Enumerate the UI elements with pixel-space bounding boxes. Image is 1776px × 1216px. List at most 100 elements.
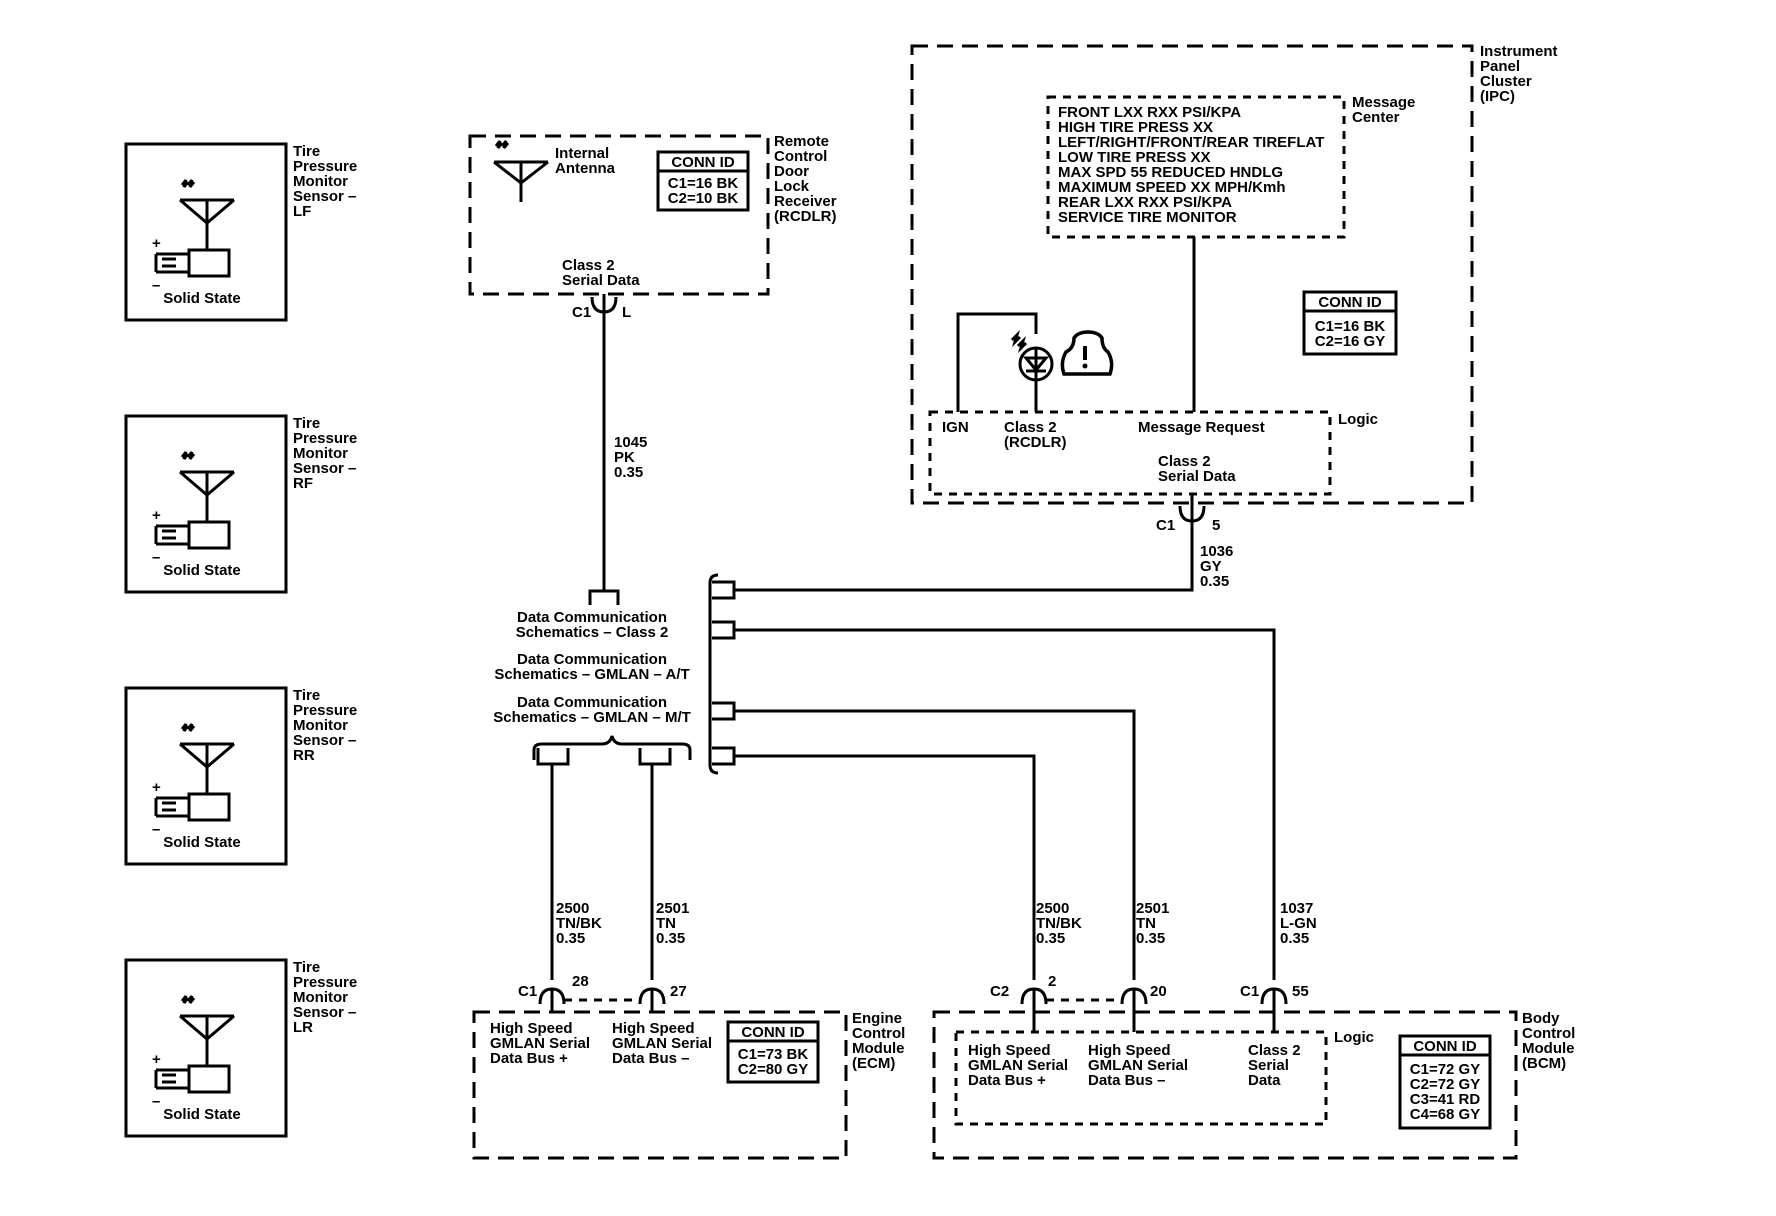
sensor-title-line: Tire <box>293 959 320 976</box>
rcdlr-name-line: Receiver <box>774 193 837 210</box>
bcm-pin1-label: Data Bus + <box>968 1072 1046 1089</box>
antenna-icon <box>493 140 549 202</box>
message-item: LOW TIRE PRESS XX <box>1058 149 1211 166</box>
rcdlr-conn-id-box <box>656 150 750 212</box>
bcm-wires: 2500 TN/BK 0.35 2501 TN 0.35 1037 L-GN 0… <box>734 628 1317 980</box>
data-comm-label: Schematics – GMLAN – A/T <box>494 666 689 683</box>
wire-1036 <box>734 522 1194 592</box>
ipc-connector-label: C1 <box>1156 517 1175 534</box>
tire-warning-lamp-icon <box>1010 329 1054 382</box>
bcm-connector-label: C2 <box>990 983 1009 1000</box>
rcdlr-antenna-line: Internal <box>555 145 609 162</box>
rcdlr-name-line: Remote <box>774 133 829 150</box>
wire-2501-ecm-label: 2501 <box>656 900 689 917</box>
sensor-plus: + <box>152 507 161 524</box>
sensor-title-line: Sensor – <box>293 732 356 749</box>
wire-2501-ecm-label: TN <box>656 915 676 932</box>
data-comm-label: Data Communication <box>517 651 667 668</box>
sensor-title-line: Monitor <box>293 989 348 1006</box>
bcm-pin3-label: Data <box>1248 1072 1281 1089</box>
message-center-label: Message <box>1352 94 1415 111</box>
data-comm-label: Data Communication <box>517 609 667 626</box>
data-comm-bracket <box>708 573 719 775</box>
sensor-box <box>124 142 288 322</box>
rcdlr-conn-line: C2=10 BK <box>668 190 739 207</box>
rcdlr-module: Internal Antenna CONN ID C1=16 BK C2=10 … <box>468 133 837 605</box>
sensor-title-line: Sensor – <box>293 460 356 477</box>
bcm-logic-label: Logic <box>1334 1029 1374 1046</box>
ecm-pin2-label: High Speed <box>612 1020 695 1037</box>
wire-2501-bcm-label: 0.35 <box>1136 930 1165 947</box>
ipc-name-line: (IPC) <box>1480 88 1515 105</box>
ipc-class2-label: (RCDLR) <box>1004 434 1066 451</box>
sensor-title-line: Pressure <box>293 702 357 719</box>
sensor-title-line: Pressure <box>293 430 357 447</box>
svg-text:Internal: Internal <box>555 145 609 162</box>
ecm-name-line: (ECM) <box>852 1055 895 1072</box>
svg-text:Antenna: Antenna <box>555 160 616 177</box>
wire-1045-label: PK <box>614 449 635 466</box>
message-center-label: Center <box>1352 109 1400 126</box>
sensor-plus: + <box>152 779 161 796</box>
ecm-pin1-label: High Speed <box>490 1020 573 1037</box>
ecm-box <box>472 1010 848 1160</box>
sensor-minus: – <box>152 277 160 294</box>
sensor-box <box>124 958 288 1138</box>
ipc-logic-box <box>928 410 1332 496</box>
wire-2500-bcm-label: 2500 <box>1036 900 1069 917</box>
ipc-conn-line: C1=16 BK <box>1315 318 1386 335</box>
ipc-box <box>910 44 1474 505</box>
ipc-serial-label: Class 2 <box>1158 453 1211 470</box>
bcm-pin1-label: GMLAN Serial <box>968 1057 1068 1074</box>
bcm-pin1-label: High Speed <box>968 1042 1051 1059</box>
bcm-name-line: Control <box>1522 1025 1575 1042</box>
ecm-gmlan-connector-minus <box>638 748 672 766</box>
bcm-name-line: Body <box>1522 1010 1560 1027</box>
sensor-title-line: LF <box>293 203 311 220</box>
bcm-conn-line: C1=72 GY <box>1410 1061 1480 1078</box>
ecm-pin1-label: Data Bus + <box>490 1050 568 1067</box>
data-comm-label: Schematics – Class 2 <box>516 624 669 641</box>
wire-2500-ecm-label: 2500 <box>556 900 589 917</box>
ecm-pin2-label: GMLAN Serial <box>612 1035 712 1052</box>
wire-1045-label: 1045 <box>614 434 647 451</box>
sensor-minus: – <box>152 821 160 838</box>
ipc-name-line: Cluster <box>1480 73 1532 90</box>
sensor-plus: + <box>152 1051 161 1068</box>
sensor-title-line: Pressure <box>293 974 357 991</box>
solid-state-icon <box>154 248 231 278</box>
message-item: LEFT/RIGHT/FRONT/REAR TIREFLAT <box>1058 134 1324 151</box>
ecm-pin2-label: Data Bus – <box>612 1050 690 1067</box>
ipc-class2-label: Class 2 <box>1004 419 1057 436</box>
ecm-name-line: Module <box>852 1040 905 1057</box>
sensor-title-line: Sensor – <box>293 1004 356 1021</box>
ipc-serial-label: Serial Data <box>1158 468 1236 485</box>
wire-2500-bcm-label: 0.35 <box>1036 930 1065 947</box>
bcm-pin2-label: GMLAN Serial <box>1088 1057 1188 1074</box>
bcm-connector-label: C1 <box>1240 983 1259 1000</box>
wire-2500-bcm-label: TN/BK <box>1036 915 1082 932</box>
ipc-pin-label: 5 <box>1212 517 1220 534</box>
bcm-pin3-label: Serial <box>1248 1057 1289 1074</box>
ipc-name-line: Instrument <box>1480 43 1558 60</box>
sensor-title-line: Tire <box>293 415 320 432</box>
ipc-conn-id-box <box>1302 290 1398 356</box>
bcm-conn-id-box <box>1398 1034 1492 1130</box>
bcm-pin3-label: Class 2 <box>1248 1042 1301 1059</box>
rcdlr-pin-line: Class 2 <box>562 257 615 274</box>
bcm-box <box>932 1010 1518 1160</box>
bcm-logic-box <box>954 1030 1328 1126</box>
wire-2500-ecm-label: TN/BK <box>556 915 602 932</box>
ecm-conn-id-box <box>726 1020 820 1084</box>
wire-2500-ecm-label: 0.35 <box>556 930 585 947</box>
sensor-title-line: LR <box>293 1019 313 1036</box>
ecm-pin-label: 27 <box>670 983 687 1000</box>
data-comm-label: Data Communication <box>517 694 667 711</box>
